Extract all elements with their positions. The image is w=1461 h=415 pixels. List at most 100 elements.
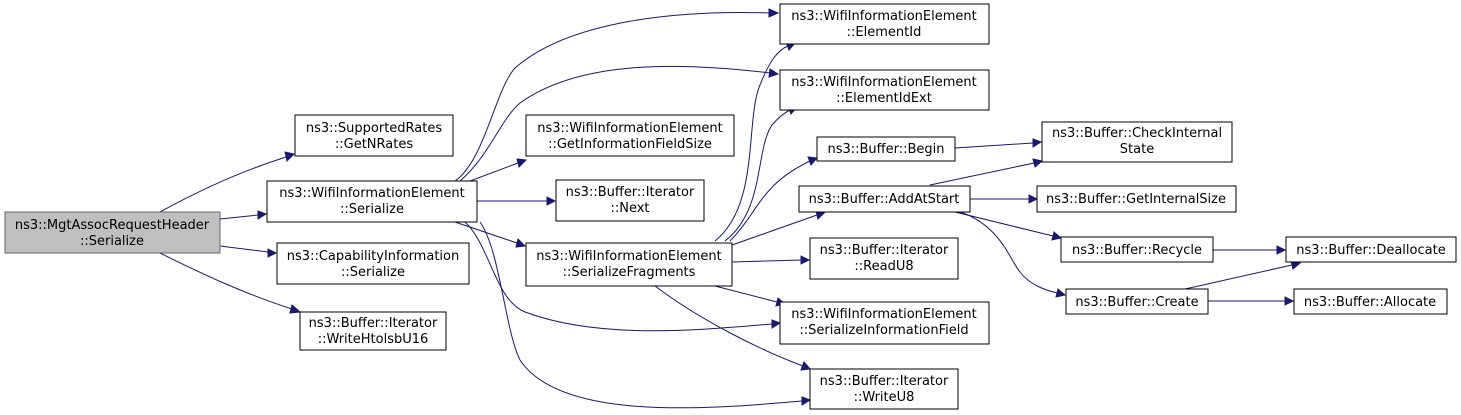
- arrowhead: [1055, 288, 1067, 298]
- node-label-line1: ns3::WifiInformationElement: [791, 307, 977, 322]
- edge-addatstart-to-checkinternalstate: [929, 162, 1035, 186]
- node-box: [798, 185, 971, 213]
- node-label-line1: ns3::MgtAssocRequestHeader: [15, 218, 210, 233]
- edge-serializefragments-to-addatstart: [731, 214, 818, 246]
- node-label-line2: ::ElementId: [847, 25, 922, 40]
- edge-wieserialize-to-writeu8: [479, 221, 803, 409]
- edge-addatstart-to-recycle: [954, 211, 1054, 237]
- edge-serializefragments-to-elementid: [714, 45, 789, 242]
- node-label-line2: ::GetInformationFieldSize: [548, 137, 712, 152]
- node-label-line1: ns3::Buffer::Deallocate: [1296, 243, 1445, 258]
- arrowhead: [289, 304, 302, 314]
- node-label-line2: ::SerializeFragments: [563, 265, 696, 280]
- node-box: [816, 136, 956, 162]
- nodes: ns3::MgtAssocRequestHeader ::Serialize n…: [4, 3, 1457, 410]
- node-buffer-deallocate[interactable]: ns3::Buffer::Deallocate: [1285, 236, 1457, 263]
- node-wifiinformationelement-serializeinformationfield[interactable]: ns3::WifiInformationElement ::SerializeI…: [779, 301, 990, 345]
- node-label-line1: ns3::Buffer::Begin: [827, 142, 944, 157]
- arrowhead: [801, 396, 812, 406]
- node-label-line1: ns3::Buffer::GetInternalSize: [1046, 192, 1226, 207]
- node-label-line1: ns3::CapabilityInformation: [287, 249, 459, 264]
- node-label-line2: ::GetNRates: [335, 137, 413, 152]
- node-label-line1: ns3::SupportedRates: [306, 121, 442, 136]
- node-label-line1: ns3::WifiInformationElement: [279, 186, 465, 201]
- node-label-line1: ns3::WifiInformationElement: [791, 75, 977, 90]
- node-wifiinformationelement-elementidext[interactable]: ns3::WifiInformationElement ::ElementIdE…: [779, 69, 990, 111]
- edge-addatstart-to-create: [959, 211, 1058, 294]
- edge-serializefragments-to-writeu8: [654, 285, 804, 367]
- edge-serializefragments-to-elementidext: [724, 109, 791, 242]
- node-label-line1: ns3::Buffer::Iterator: [820, 374, 949, 389]
- edge-wieserialize-to-elementidext: [459, 65, 771, 182]
- node-wifiinformationelement-getinformationfieldsize[interactable]: ns3::WifiInformationElement ::GetInforma…: [525, 114, 735, 157]
- node-box: [779, 301, 990, 345]
- node-wifiinformationelement-serialize[interactable]: ns3::WifiInformationElement ::Serialize: [266, 180, 478, 223]
- node-box: [299, 311, 447, 351]
- node-label-line1: ns3::Buffer::Recycle: [1072, 243, 1202, 258]
- node-label-line1: ns3::Buffer::AddAtStart: [809, 192, 960, 207]
- node-label-line1: ns3::WifiInformationElement: [537, 121, 723, 136]
- node-box: [266, 180, 478, 223]
- node-box: [779, 3, 990, 45]
- node-label-line1: ns3::Buffer::CheckInternal: [1052, 126, 1222, 141]
- node-label-line2: ::Serialize: [80, 234, 144, 249]
- node-box: [1285, 236, 1457, 263]
- edge-create-to-deallocate: [1184, 264, 1293, 290]
- node-wifiinformationelement-serializefragments[interactable]: ns3::WifiInformationElement ::SerializeF…: [525, 242, 733, 287]
- arrowhead: [267, 248, 278, 258]
- node-label-line1: ns3::Buffer::Create: [1075, 295, 1198, 310]
- arrowhead: [800, 255, 811, 265]
- arrowhead: [807, 156, 818, 166]
- edge-wieserialize-to-serializeinfofield: [464, 221, 773, 332]
- edge-serializefragments-to-bufferbegin: [729, 160, 811, 242]
- node-label-line1: ns3::Buffer::Allocate: [1304, 295, 1436, 310]
- node-buffer-allocate[interactable]: ns3::Buffer::Allocate: [1293, 288, 1448, 315]
- node-buffer-getinternalsize[interactable]: ns3::Buffer::GetInternalSize: [1036, 185, 1237, 213]
- arrowhead: [257, 210, 268, 220]
- node-capabilityinformation-serialize[interactable]: ns3::CapabilityInformation ::Serialize: [276, 242, 470, 285]
- arrowhead: [1051, 231, 1063, 241]
- edge-root-to-supportedrates: [159, 156, 287, 213]
- node-buffer-recycle[interactable]: ns3::Buffer::Recycle: [1060, 236, 1214, 263]
- node-label-line2: ::SerializeInformationField: [799, 323, 968, 338]
- node-box: [525, 114, 735, 157]
- node-box: [1041, 121, 1233, 163]
- node-buffer-checkinternalstate[interactable]: ns3::Buffer::CheckInternal State: [1041, 121, 1233, 163]
- edge-wieserialize-to-elementid: [454, 12, 771, 182]
- node-wifiinformationelement-elementid[interactable]: ns3::WifiInformationElement ::ElementId: [779, 3, 990, 45]
- arrowhead: [771, 319, 782, 329]
- node-buffer-create[interactable]: ns3::Buffer::Create: [1065, 288, 1209, 315]
- node-mgtassocrequestheader-serialize[interactable]: ns3::MgtAssocRequestHeader ::Serialize: [4, 211, 221, 254]
- node-box: [809, 237, 959, 280]
- node-box: [555, 179, 705, 222]
- node-label-line1: ns3::WifiInformationElement: [536, 249, 722, 264]
- node-iterator-writeu8[interactable]: ns3::Buffer::Iterator ::WriteU8: [809, 368, 959, 410]
- node-label-line1: ns3::Buffer::Iterator: [566, 185, 695, 200]
- node-label-line2: ::ElementIdExt: [836, 91, 932, 106]
- arrowhead: [284, 151, 295, 162]
- arrowhead: [768, 8, 780, 18]
- node-supportedrates-getnrates[interactable]: ns3::SupportedRates ::GetNRates: [294, 114, 454, 157]
- node-buffer-begin[interactable]: ns3::Buffer::Begin: [816, 136, 956, 162]
- arrowhead: [1276, 245, 1287, 255]
- node-box: [4, 211, 221, 254]
- arrowhead: [546, 196, 557, 206]
- edge-wieserialize-to-getinfofieldsize: [469, 162, 519, 182]
- node-box: [809, 368, 959, 410]
- node-buffer-addatstart[interactable]: ns3::Buffer::AddAtStart: [798, 185, 971, 213]
- node-iterator-readu8[interactable]: ns3::Buffer::Iterator ::ReadU8: [809, 237, 959, 280]
- node-iterator-next[interactable]: ns3::Buffer::Iterator ::Next: [555, 179, 705, 222]
- node-box: [276, 242, 470, 285]
- node-box: [779, 69, 990, 111]
- node-iterator-writehtolsbu16[interactable]: ns3::Buffer::Iterator ::WriteHtolsbU16: [299, 311, 447, 351]
- arrowhead: [768, 68, 780, 78]
- node-label-line2: State: [1120, 142, 1154, 157]
- edge-root-to-capserialize: [219, 245, 269, 253]
- node-label-line1: ns3::WifiInformationElement: [791, 9, 977, 24]
- node-label-line2: ::WriteU8: [854, 390, 915, 405]
- node-box: [294, 114, 454, 157]
- edge-root-to-wieserialize: [219, 214, 259, 220]
- node-label-line2: ::Next: [610, 201, 649, 216]
- arrowhead: [1028, 194, 1039, 204]
